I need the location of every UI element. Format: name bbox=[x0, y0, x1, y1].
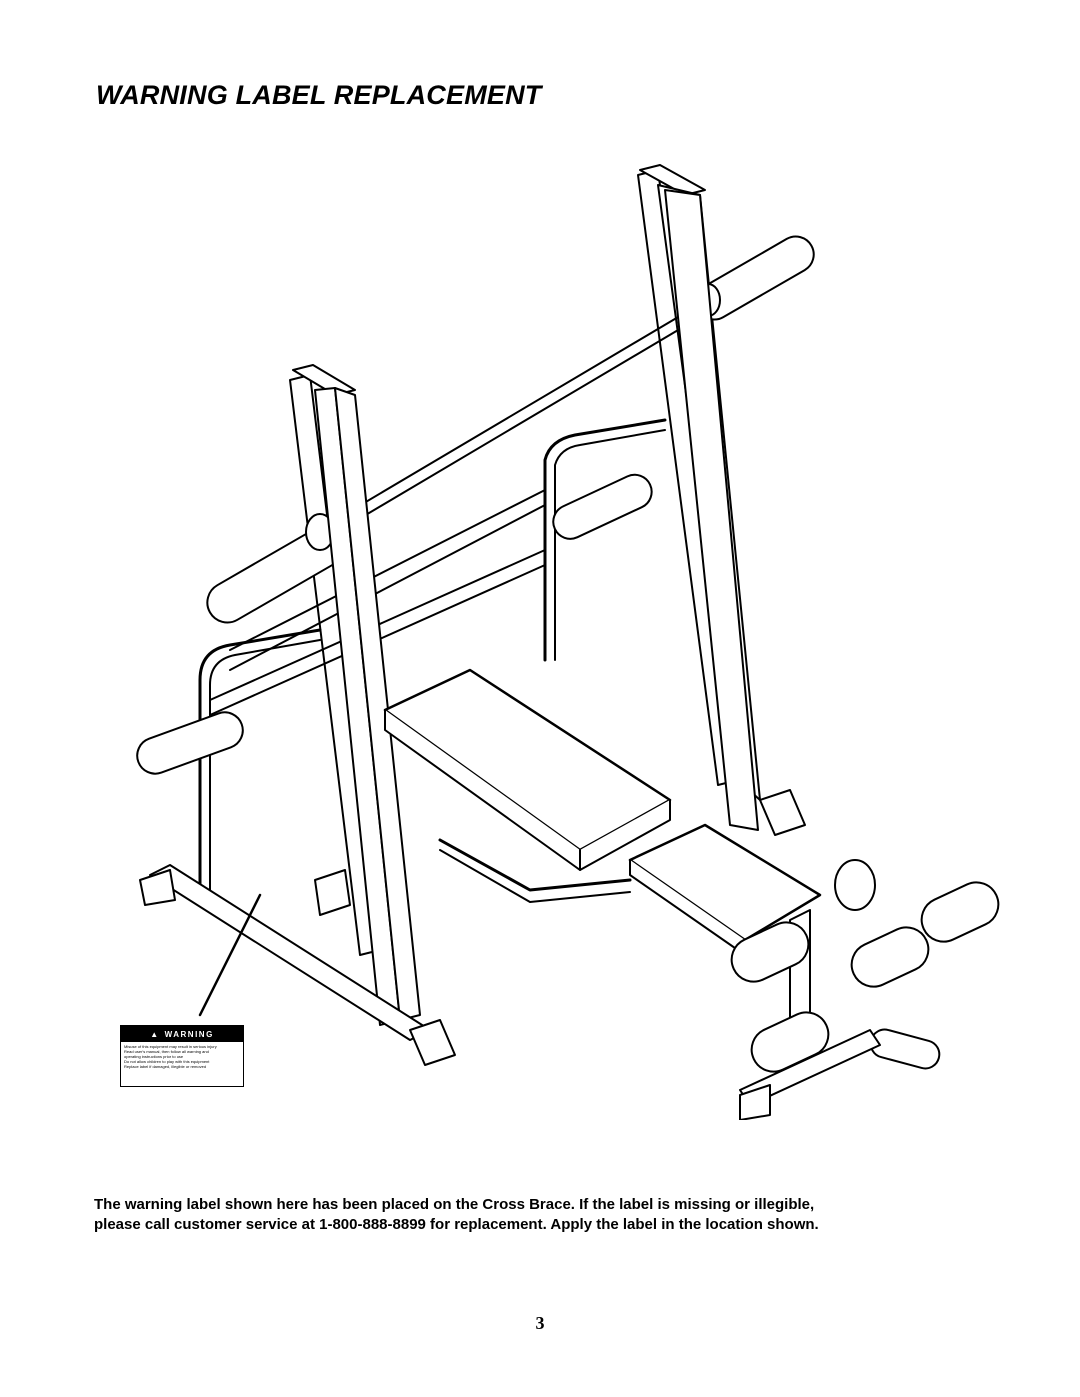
leg-developer bbox=[730, 859, 1000, 1120]
warning-label-line: Misuse of this equipment may result in s… bbox=[124, 1044, 217, 1049]
caption-line-2: please call customer service at 1-800-88… bbox=[94, 1216, 819, 1233]
right-weight-horn bbox=[552, 473, 653, 540]
weight-bench-with-squat-rack-icon bbox=[136, 164, 1000, 1120]
warning-label-text: Misuse of this equipment may result in s… bbox=[121, 1042, 243, 1069]
leader-line bbox=[198, 893, 262, 1017]
left-weight-horn bbox=[136, 711, 244, 775]
rear-left-arch bbox=[198, 628, 322, 902]
front-right-upright bbox=[664, 189, 759, 831]
rear-right-arch bbox=[543, 418, 667, 662]
bench-seat-pad bbox=[628, 823, 822, 942]
cross-brace bbox=[229, 489, 546, 671]
caption-line-1: The warning label shown here has been pl… bbox=[94, 1196, 815, 1213]
warning-triangle-icon: ▲ bbox=[150, 1029, 160, 1039]
warning-label-line: operating instructions prior to use bbox=[124, 1054, 184, 1059]
warning-label-sticker: ▲ WARNING Misuse of this equipment may r… bbox=[120, 1025, 244, 1087]
warning-label-heading: WARNING bbox=[164, 1029, 214, 1039]
warning-label-band: ▲ WARNING bbox=[121, 1026, 243, 1042]
base-middle bbox=[314, 869, 351, 916]
warning-label-line: Read user's manual, then follow all warn… bbox=[124, 1049, 209, 1054]
page-title: WARNING LABEL REPLACEMENT bbox=[96, 80, 542, 110]
warning-label-line: Replace label if damaged, illegible or r… bbox=[124, 1064, 207, 1069]
warning-label-line: Do not allow children to play with this … bbox=[124, 1059, 210, 1064]
page-number: 3 bbox=[535, 1313, 545, 1333]
weight-bench-illustration bbox=[110, 160, 1010, 1120]
caption: The warning label shown here has been pl… bbox=[94, 1195, 994, 1235]
